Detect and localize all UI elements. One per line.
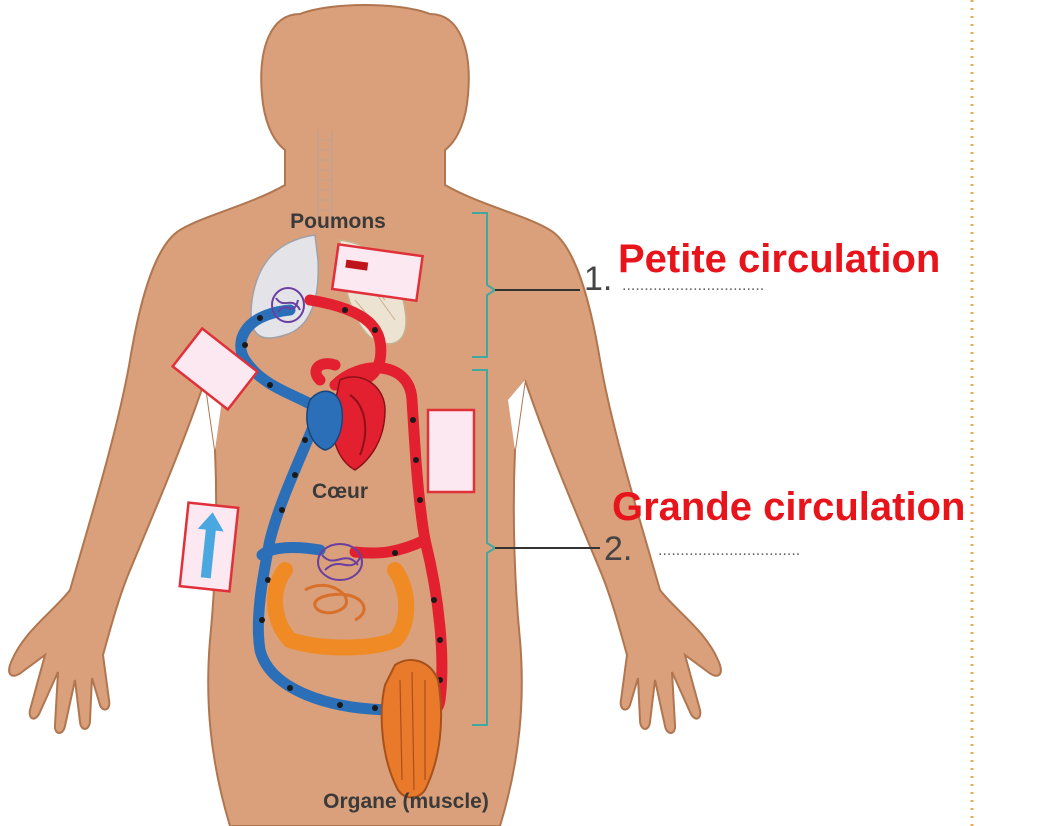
section-1-title: Petite circulation: [618, 237, 940, 281]
label-lungs: Poumons: [290, 210, 386, 233]
section-1-number: 1.: [584, 260, 612, 298]
label-organ: Organe (muscle): [323, 790, 489, 813]
label-box-right-vessel: [428, 410, 474, 492]
label-heart: Cœur: [312, 480, 368, 503]
section-2-dots: ................................: [658, 542, 800, 559]
section-2-number: 2.: [604, 530, 632, 568]
section-2-title: Grande circulation: [612, 485, 965, 529]
